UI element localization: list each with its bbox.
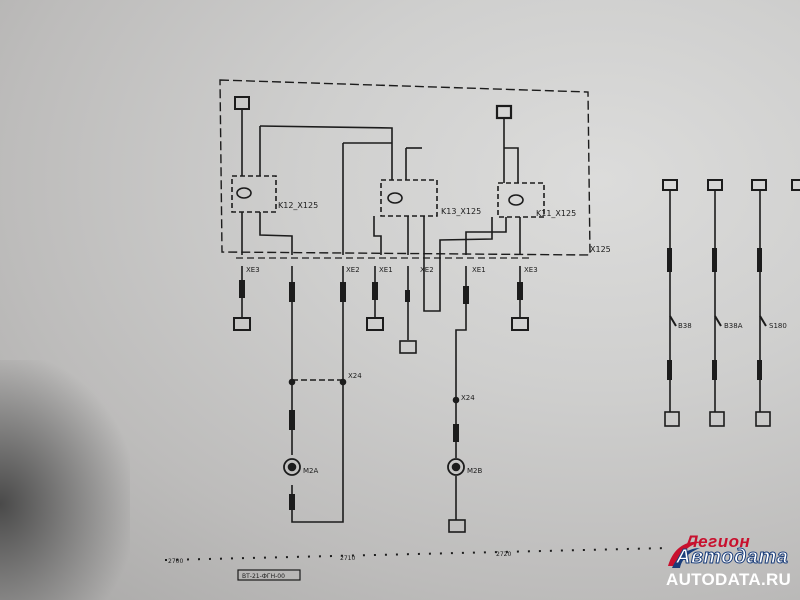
switch-col4-top: [791, 179, 800, 191]
motor-right-label: M2B: [467, 467, 482, 475]
top-terminal-left: [234, 96, 250, 110]
switch-label-3: S180: [769, 322, 787, 330]
footer-code: ВТ-21-ФГН-00: [242, 573, 285, 580]
ground-block-5: [448, 519, 466, 533]
relay-middle-label: K13_X125: [441, 207, 481, 216]
swoosh-icon: [668, 541, 702, 568]
motor-m2a-symbol: [283, 458, 301, 476]
ground-block-2: [366, 317, 384, 331]
switch-col2-bottom: [709, 411, 725, 427]
switch-col2-top: [707, 179, 723, 191]
bottom-ref-2: 2710: [340, 555, 355, 562]
switch-label-1: B38: [678, 322, 692, 330]
bottom-ref-1: 2700: [168, 558, 183, 565]
splice-left-dot-b: [339, 378, 347, 386]
relay-middle-box: [380, 179, 438, 217]
splice-right-label: X24: [461, 394, 475, 402]
relay-middle-coil: [387, 192, 403, 204]
watermark-line1: Легион: [686, 532, 751, 551]
bottom-ref-3: 2720: [496, 551, 511, 558]
connector-label-2: XE2: [346, 266, 360, 274]
switch-col3-bottom: [755, 411, 771, 427]
watermark-url: AUTODATA.RU: [666, 570, 792, 589]
module-label: X125: [590, 245, 611, 254]
switch-col1-bottom: [664, 411, 680, 427]
connector-label-1: XE3: [246, 266, 260, 274]
relay-left-label: K12_X125: [278, 201, 318, 210]
switch-label-2: B38A: [724, 322, 743, 330]
relay-left-box: [231, 175, 277, 213]
connector-label-3: XE1: [379, 266, 393, 274]
module-enclosure: [219, 79, 591, 256]
watermark-logo: Легион Автодата AUTODATA.RU: [662, 532, 798, 598]
connector-label-4: XE2: [420, 266, 434, 274]
ground-block-4: [511, 317, 529, 331]
motor-left-label: M2A: [303, 467, 318, 475]
splice-left-dot-a: [288, 378, 296, 386]
relay-right-coil: [508, 194, 524, 206]
motor-m2b-symbol: [447, 458, 465, 476]
page-shadow: [0, 360, 130, 600]
relay-right-label: K11_X125: [536, 209, 576, 218]
connector-label-5: XE1: [472, 266, 486, 274]
relay-left-coil: [236, 187, 252, 199]
switch-col1-top: [662, 179, 678, 191]
footer-code-box: [237, 569, 301, 581]
watermark-line2: Автодата: [675, 546, 789, 569]
switch-col3-top: [751, 179, 767, 191]
ground-block-1: [233, 317, 251, 331]
splice-right-dot: [452, 396, 460, 404]
connector-label-6: XE3: [524, 266, 538, 274]
splice-left-label: X24: [348, 372, 362, 380]
top-terminal-right: [495, 104, 513, 120]
ground-block-3: [399, 340, 417, 354]
